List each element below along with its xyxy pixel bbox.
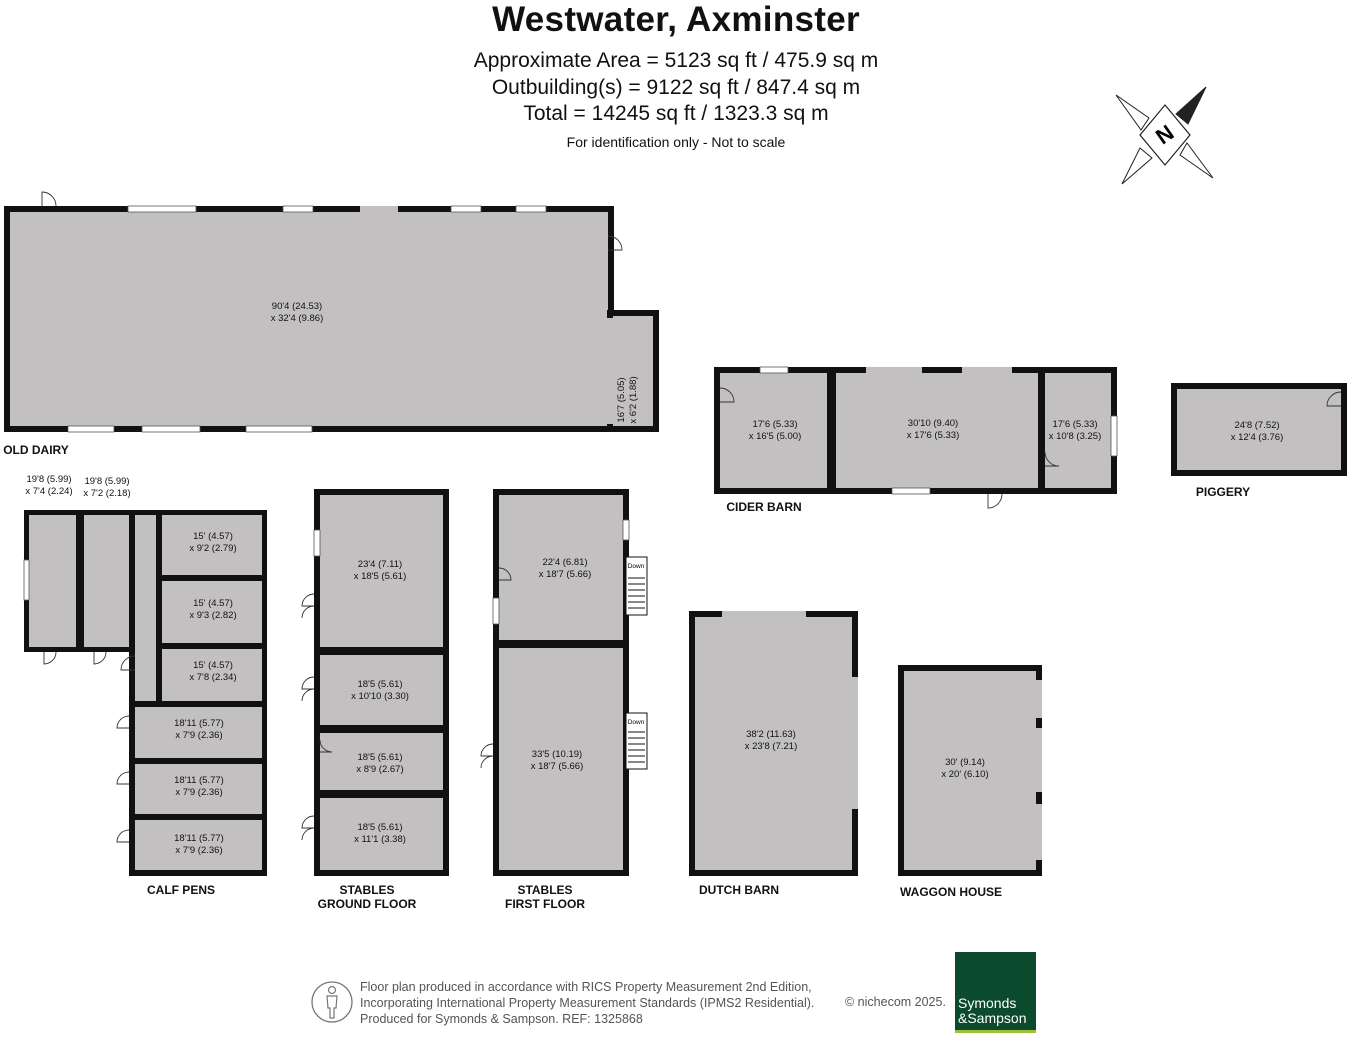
room-dim: 16'7 (5.05)	[616, 377, 627, 422]
room-dim: x 16'5 (5.00)	[749, 431, 802, 442]
room-dim: x 9'3 (2.82)	[189, 610, 236, 621]
room-dim: x 7'9 (2.36)	[175, 787, 222, 798]
person-icon	[311, 981, 353, 1023]
compass-icon: N	[1115, 86, 1214, 185]
footer-note: Floor plan produced in accordance with R…	[360, 979, 814, 1027]
copyright: © nichecom 2025.	[845, 995, 946, 1009]
room-dim: x 18'7 (5.66)	[539, 569, 592, 580]
dutch-barn-label: DUTCH BARN	[699, 883, 779, 897]
footer-line: Produced for Symonds & Sampson. REF: 132…	[360, 1012, 643, 1026]
room-dim: 19'8 (5.99)	[84, 476, 129, 487]
room-dim: 15' (4.57)	[193, 598, 233, 609]
room-dim: x 32'4 (9.86)	[271, 313, 324, 324]
room-dim: 18'5 (5.61)	[357, 679, 402, 690]
room-dim: x 18'7 (5.66)	[531, 761, 584, 772]
logo-line: &Sampson	[958, 1010, 1027, 1026]
room-dim: 15' (4.57)	[193, 660, 233, 671]
room-dim: 18'5 (5.61)	[357, 752, 402, 763]
room-dim: x 20' (6.10)	[941, 769, 988, 780]
old-dairy: 90'4 (24.53) x 32'4 (9.86) 16'7 (5.05) x…	[3, 191, 659, 457]
calf-pens: 19'8 (5.99) x 7'4 (2.24) 19'8 (5.99) x 7…	[23, 474, 267, 897]
stables-ground-label: STABLES	[339, 883, 394, 897]
room-dim: 22'4 (6.81)	[542, 557, 587, 568]
room-dim: x 10'10 (3.30)	[351, 691, 409, 702]
waggon-house: 30' (9.14) x 20' (6.10) WAGGON HOUSE	[898, 665, 1042, 899]
room-dim: 30'10 (9.40)	[908, 418, 958, 429]
piggery: 24'8 (7.52) x 12'4 (3.76) PIGGERY	[1171, 383, 1347, 499]
room-dim: 24'8 (7.52)	[1234, 420, 1279, 431]
room-dim: x 18'5 (5.61)	[354, 571, 407, 582]
scale-note: For identification only - Not to scale	[566, 134, 786, 150]
old-dairy-label: OLD DAIRY	[3, 443, 69, 457]
stables-ground-label: GROUND FLOOR	[318, 897, 417, 911]
room-dim: 33'5 (10.19)	[532, 749, 582, 760]
room-dim: 90'4 (24.53)	[272, 301, 322, 312]
room-dim: 18'11 (5.77)	[174, 833, 224, 844]
room-dim: 17'6 (5.33)	[1052, 419, 1097, 430]
room-dim: 30' (9.14)	[945, 757, 985, 768]
room-dim: x 7'4 (2.24)	[25, 486, 72, 497]
cider-barn-label: CIDER BARN	[726, 500, 801, 514]
symonds-sampson-logo: Symonds &Sampson	[955, 952, 1036, 1033]
dutch-barn: 38'2 (11.63) x 23'8 (7.21) DUTCH BARN	[689, 611, 858, 897]
room-dim: x 11'1 (3.38)	[354, 834, 406, 845]
stairs-label: Down	[628, 719, 645, 726]
room-dim: 23'4 (7.11)	[358, 559, 402, 570]
room-dim: 38'2 (11.63)	[746, 729, 796, 740]
footer-line: Floor plan produced in accordance with R…	[360, 980, 812, 994]
stairs-label: Down	[628, 563, 645, 570]
approximate-area: Approximate Area = 5123 sq ft / 475.9 sq…	[473, 49, 879, 72]
room-dim: 18'5 (5.61)	[357, 822, 402, 833]
room-dim: 17'6 (5.33)	[752, 419, 797, 430]
stables-first-label: FIRST FLOOR	[505, 897, 585, 911]
piggery-label: PIGGERY	[1196, 485, 1250, 499]
room-dim: x 10'8 (3.25)	[1049, 431, 1102, 442]
total-area: Total = 14245 sq ft / 1323.3 sq m	[523, 102, 829, 125]
room-dim: 18'11 (5.77)	[174, 775, 224, 786]
room-dim: x 7'8 (2.34)	[189, 672, 236, 683]
room-dim: 15' (4.57)	[193, 531, 233, 542]
room-dim: x 23'8 (7.21)	[745, 741, 798, 752]
calf-pens-label: CALF PENS	[147, 883, 215, 897]
footer-line: Incorporating International Property Mea…	[360, 996, 815, 1010]
cider-barn: 17'6 (5.33) x 16'5 (5.00) 30'10 (9.40) x…	[714, 366, 1118, 514]
room-dim: x 7'2 (2.18)	[83, 488, 130, 499]
waggon-house-label: WAGGON HOUSE	[900, 885, 1002, 899]
room-dim: x 12'4 (3.76)	[1231, 432, 1284, 443]
logo-line: Symonds	[958, 995, 1017, 1011]
stables-ground-floor: 23'4 (7.11) x 18'5 (5.61) 18'5 (5.61) x …	[301, 489, 449, 911]
room-dim: x 17'6 (5.33)	[907, 430, 960, 441]
stables-first-label: STABLES	[517, 883, 572, 897]
room-dim: x 9'2 (2.79)	[189, 543, 236, 554]
room-dim: x 8'9 (2.67)	[356, 764, 403, 775]
stables-first-floor: Down Down 22'4 (6.81) x 18'7 (5.66) 33'5…	[480, 489, 648, 911]
room-dim: 18'11 (5.77)	[174, 718, 224, 729]
room-dim: 19'8 (5.99)	[26, 474, 71, 485]
room-dim: x 7'9 (2.36)	[175, 730, 222, 741]
room-dim: x 6'2 (1.88)	[628, 376, 639, 423]
outbuilding-area: Outbuilding(s) = 9122 sq ft / 847.4 sq m	[491, 76, 861, 99]
plan-title: Westwater, Axminster	[492, 0, 860, 39]
room-dim: x 7'9 (2.36)	[175, 845, 222, 856]
